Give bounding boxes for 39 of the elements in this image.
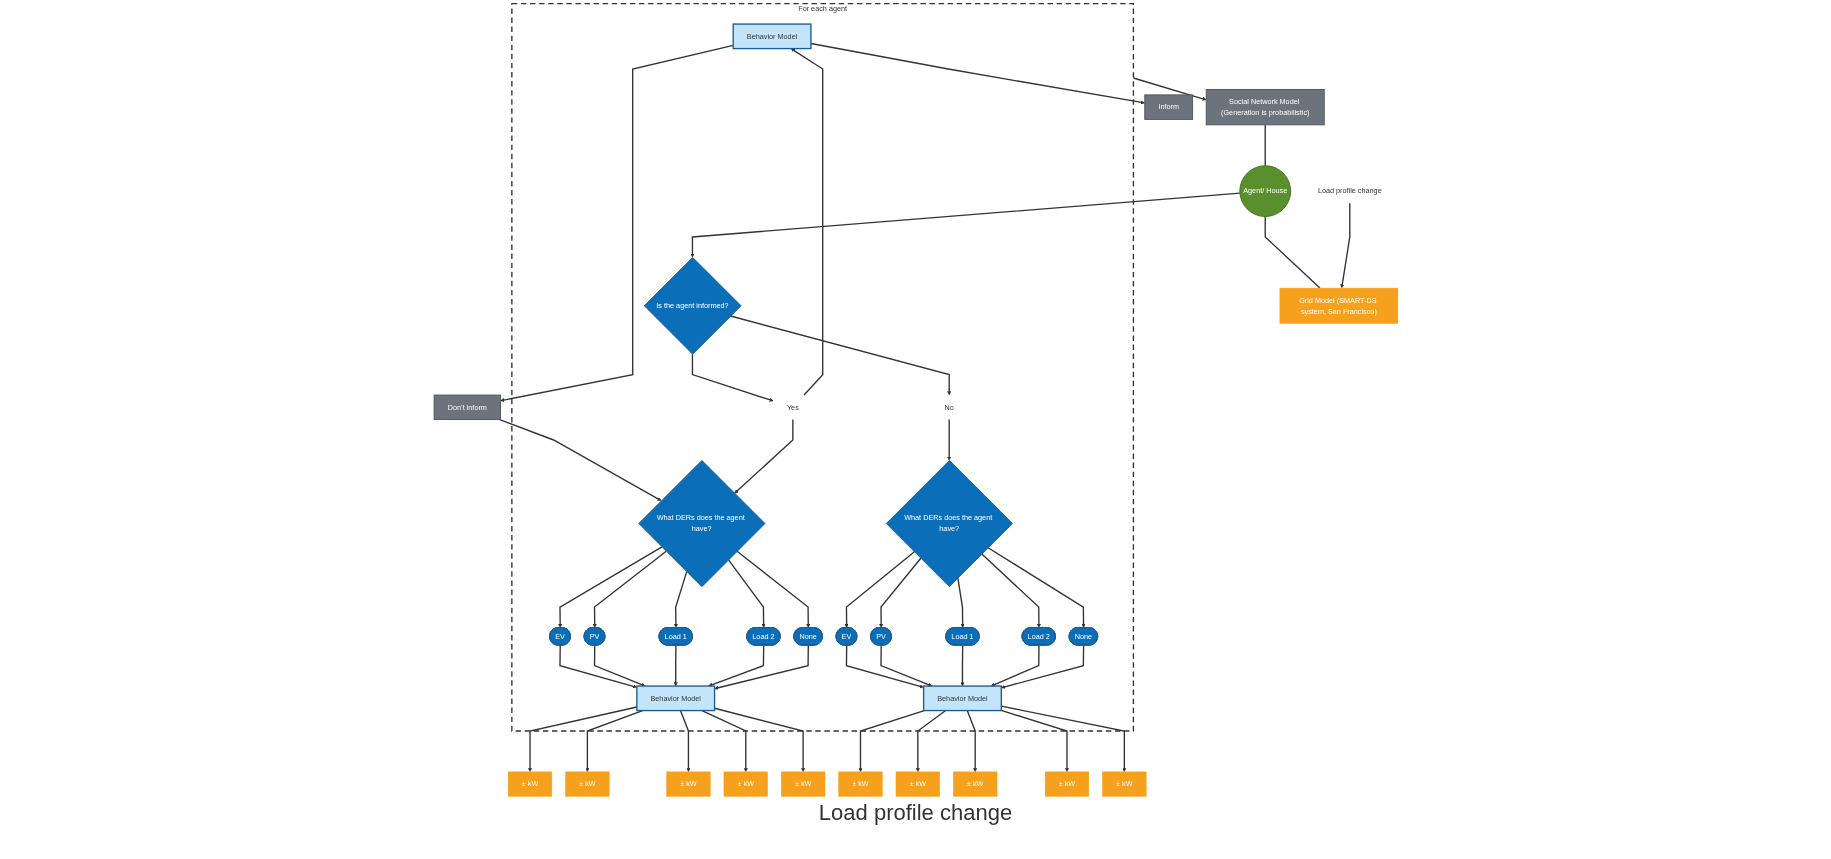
- connector: [1264, 124, 1266, 167]
- arrow: [729, 315, 951, 396]
- arrow: [956, 577, 965, 628]
- connector: [1264, 215, 1321, 289]
- arrow: [673, 644, 678, 687]
- arrow: [673, 570, 687, 628]
- arrow: [691, 353, 773, 402]
- arrow: [498, 418, 662, 501]
- arrow: [858, 709, 925, 773]
- arrow: [915, 709, 946, 773]
- arrow: [986, 547, 1086, 628]
- arrow: [593, 644, 645, 687]
- arrow: [735, 550, 810, 628]
- arrow: [733, 418, 794, 494]
- arrow: [844, 551, 915, 628]
- arrow: [990, 644, 1040, 687]
- arrow: [966, 709, 977, 773]
- arrow: [879, 644, 932, 687]
- arrow: [1000, 644, 1084, 689]
- arrow: [689, 192, 1241, 258]
- arrow: [1000, 709, 1069, 773]
- arrow: [1132, 77, 1206, 101]
- arrow: [584, 709, 643, 773]
- arrow: [959, 644, 964, 687]
- arrow: [679, 709, 690, 773]
- arrow: [1339, 202, 1350, 289]
- arrow: [946, 418, 951, 461]
- arrow: [790, 48, 823, 396]
- arrow: [878, 557, 921, 628]
- arrow: [558, 644, 637, 689]
- arrow: [980, 553, 1041, 628]
- arrow: [845, 644, 924, 689]
- caption-text: Load profile change: [818, 800, 1013, 826]
- arrow: [1000, 705, 1126, 773]
- arrow: [700, 709, 748, 773]
- arrow: [727, 559, 766, 628]
- arrow: [557, 546, 663, 628]
- arrow: [713, 644, 809, 690]
- arrow: [592, 550, 667, 628]
